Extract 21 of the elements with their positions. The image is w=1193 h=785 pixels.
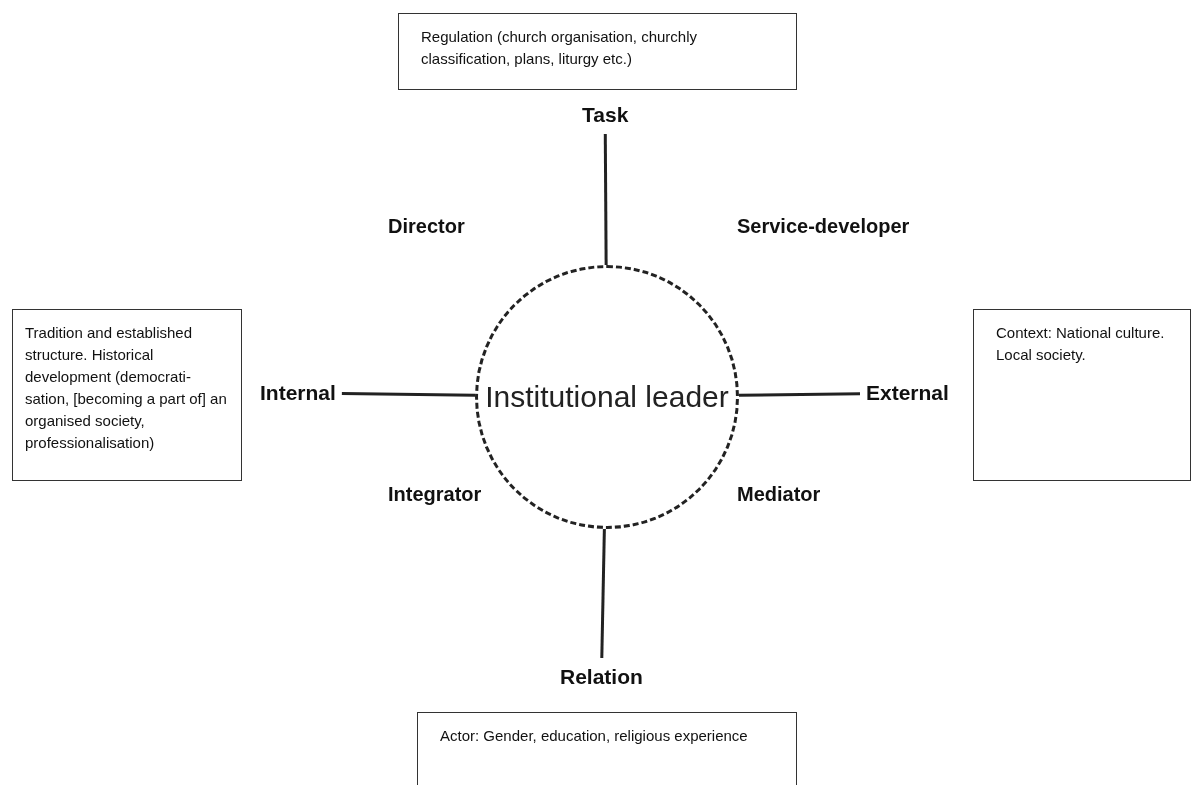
circle-label: Institutional leader: [485, 379, 729, 415]
axis-label: External: [866, 380, 949, 406]
note-box: [12, 309, 242, 481]
axis-label: Relation: [560, 664, 643, 690]
axis-label: Task: [582, 102, 629, 128]
quadrant-label: Mediator: [737, 482, 821, 507]
quadrant-label: Director: [388, 214, 465, 239]
quadrant-label: Integrator: [388, 482, 482, 507]
connector-line: [603, 134, 608, 265]
quadrant-label: Service-developer: [737, 214, 910, 239]
note-box: [398, 13, 797, 90]
note-box: [973, 309, 1191, 481]
connector-line: [738, 392, 861, 397]
note-text: Tradition and established structure. Historical development (democrati- sation, [becoming a part of] an organised society, professionalisation): [25, 323, 228, 453]
connector-line: [600, 528, 606, 659]
note-text: Regulation (church organisation, churchly classification, plans, liturgy etc.): [421, 27, 698, 69]
axis-label: Internal: [260, 380, 336, 406]
note-box: [417, 712, 797, 785]
connector-line: [341, 392, 476, 397]
note-text: Actor: Gender, education, religious experience: [440, 726, 749, 746]
note-text: Context: National culture. Local society.: [996, 323, 1166, 365]
